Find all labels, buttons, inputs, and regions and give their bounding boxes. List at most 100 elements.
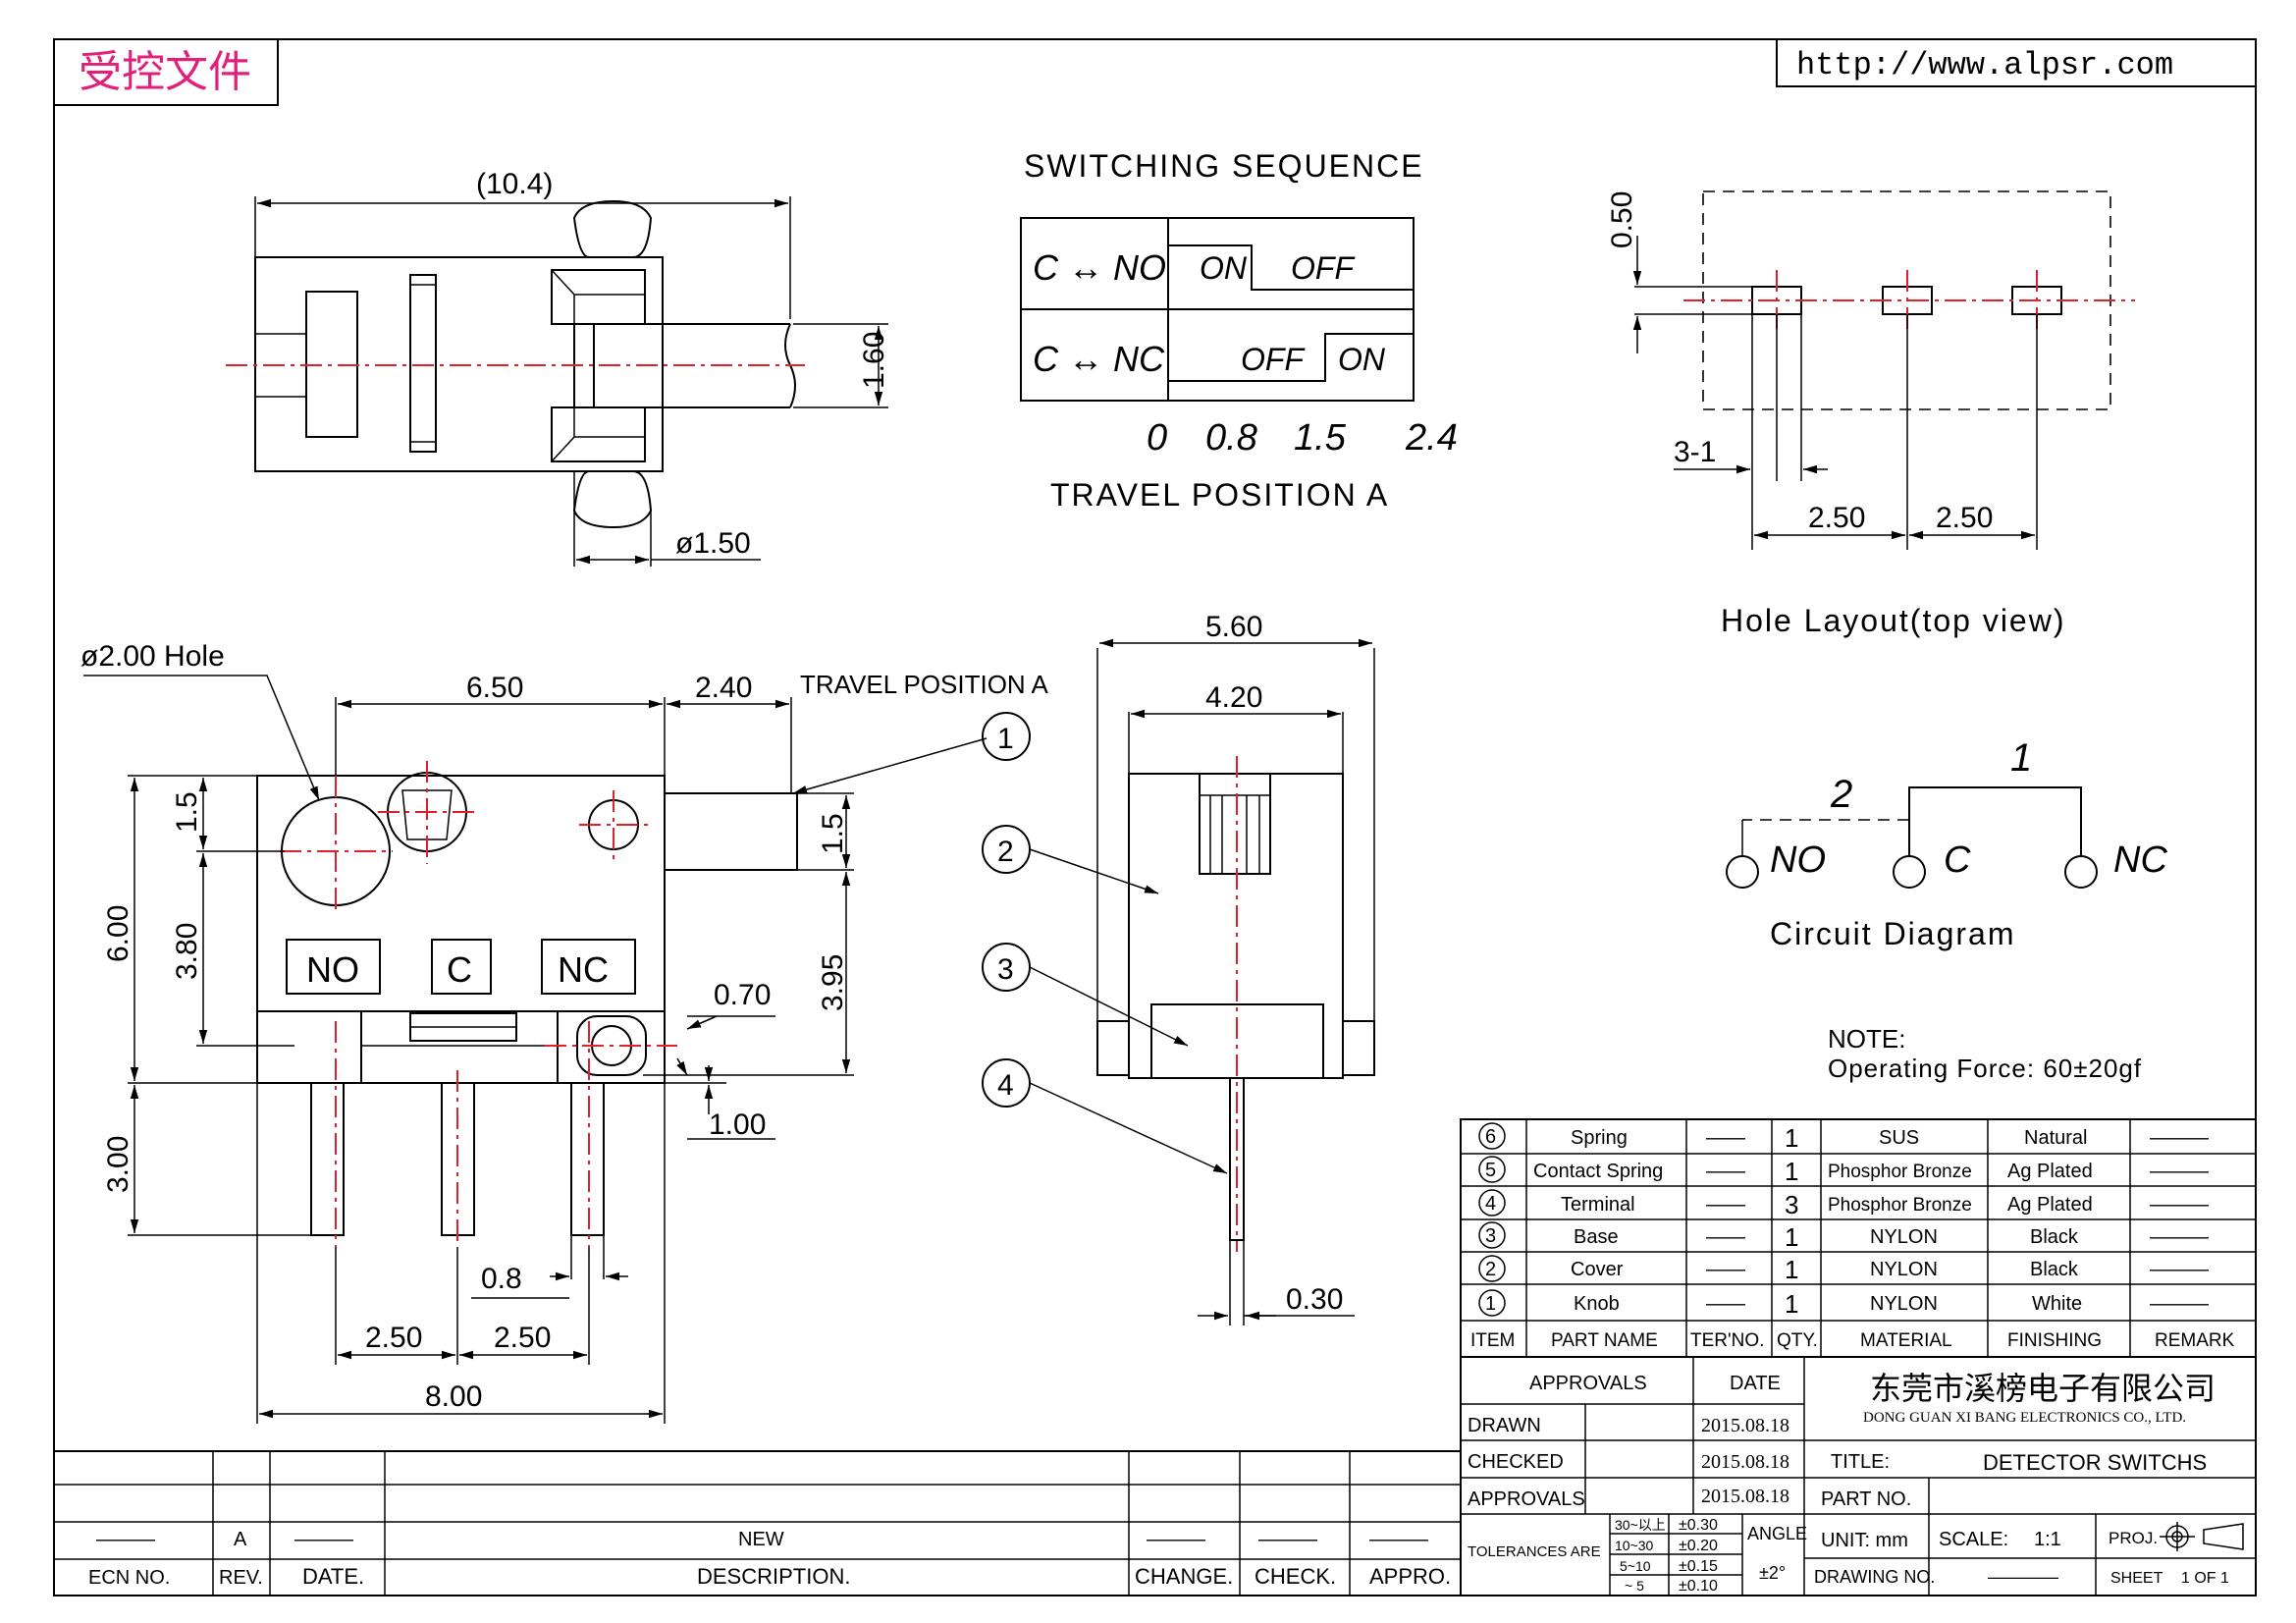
bom-ter: —— (1706, 1161, 1745, 1182)
bom-finish: Black (2030, 1226, 2079, 1248)
projection-label: PROJ. (2109, 1529, 2158, 1547)
bom-qty: 1 (1785, 1255, 1798, 1284)
rev-h-change: CHANGE. (1135, 1564, 1233, 1589)
dim-front-15b: 1.5 (817, 813, 849, 854)
bom-header-row: ITEM PART NAME TER'NO. QTY. MATERIAL FIN… (1470, 1330, 2235, 1351)
bom-qty: 1 (1785, 1289, 1798, 1319)
bom-qty: 1 (1785, 1222, 1798, 1252)
sheet-border (53, 38, 2257, 1596)
rev-h-appro: APPRO. (1369, 1564, 1451, 1589)
tol-val-2: ±0.20 (1679, 1538, 1718, 1554)
bom-ter: —— (1706, 1259, 1745, 1280)
drawn-label: DRAWN (1468, 1415, 1541, 1436)
side-view: 5.60 4.20 0.30 2 3 4 (982, 611, 1375, 1325)
bom-row-5: 5 Contact Spring —— 1 Phosphor Bronze Ag… (1478, 1156, 2209, 1186)
bom-material: Phosphor Bronze (1828, 1162, 1972, 1182)
rev-h-rev: REV. (219, 1567, 263, 1589)
tol-val-3: ±0.15 (1679, 1558, 1718, 1575)
top-view: (10.4) 1.60 ø1.50 (226, 168, 890, 567)
balloon-1-front: 1 (997, 723, 1014, 755)
bom-h-ter: TER'NO. (1690, 1330, 1764, 1351)
controlled-document-stamp: 受控文件 (53, 38, 279, 106)
drawing-no-value: ———— (1988, 1567, 2058, 1587)
bom-remark: ——— (2150, 1259, 2209, 1280)
bom-h-finish: FINISHING (2007, 1330, 2102, 1351)
approvals-label: APPROVALS (1468, 1488, 1585, 1510)
stamp-text: 受控文件 (79, 48, 251, 96)
drawn-date: 2015.08.18 (1701, 1415, 1789, 1436)
bom-remark: ——— (2150, 1194, 2209, 1216)
bom-name: Base (1574, 1226, 1619, 1248)
bom-qty: 1 (1785, 1123, 1798, 1153)
dim-front-300: 3.00 (102, 1136, 134, 1193)
circuit-diagram: 1 2 NO C NC Circuit Diagram (1726, 736, 2167, 951)
checked-date: 2015.08.18 (1701, 1451, 1789, 1473)
scale-value: 1:1 (2034, 1529, 2061, 1550)
bom-item: 5 (1485, 1160, 1496, 1181)
rev-h-ecn: ECN NO. (88, 1567, 170, 1589)
dim-hole-050: 0.50 (1606, 191, 1638, 248)
dim-front-250a: 2.50 (365, 1322, 422, 1354)
dim-side-420: 4.20 (1205, 681, 1262, 714)
title-block: APPROVALS DATE 东莞市溪榜电子有限公司 DONG GUAN XI … (1460, 1356, 2257, 1596)
rev-change-value: ——— (1147, 1529, 1205, 1550)
bom-remark: ——— (2150, 1127, 2209, 1149)
bom-ter: —— (1706, 1127, 1745, 1149)
dim-hole-3-1: 3-1 (1674, 436, 1716, 468)
tol-range-1: 30~以上 (1615, 1517, 1666, 1533)
balloon-4: 4 (997, 1069, 1014, 1102)
title-value: DETECTOR SWITCHS (1983, 1450, 2207, 1475)
seq-row2-off: OFF (1241, 342, 1306, 377)
drawing-no-label: DRAWING NO. (1814, 1567, 1935, 1587)
angle-label: ANGLE (1747, 1524, 1807, 1543)
rev-ecn-value: ——— (96, 1529, 155, 1550)
seq-row1-off: OFF (1291, 250, 1356, 286)
bom-remark: ——— (2150, 1293, 2209, 1315)
dim-hole-250b: 2.50 (1936, 502, 1993, 534)
revision-block: ——— A ——— NEW ——— ——— ——— ECN NO. REV. D… (54, 1450, 1461, 1596)
bom-row-2: 2 Cover —— 1 NYLON Black ——— (1478, 1255, 2209, 1284)
bom-item: 1 (1485, 1293, 1496, 1315)
travel-pos-0: 0 (1147, 417, 1167, 459)
bom-h-remark: REMARK (2155, 1330, 2235, 1351)
switching-title: SWITCHING SEQUENCE (1024, 148, 1424, 184)
rev-h-check: CHECK. (1255, 1564, 1336, 1589)
dim-front-070: 0.70 (714, 979, 771, 1011)
rev-date-value: ——— (294, 1529, 353, 1550)
bom-qty: 1 (1785, 1157, 1798, 1186)
rev-h-date: DATE. (302, 1564, 364, 1589)
bom-name: Knob (1574, 1293, 1620, 1315)
bom-finish: White (2032, 1293, 2082, 1315)
terminal-nc-label: NC (558, 949, 609, 990)
rev-rev-value: A (234, 1529, 247, 1550)
dim-front-380: 3.80 (171, 923, 203, 980)
seq-row1-on: ON (1200, 250, 1248, 286)
bom-name: Cover (1571, 1259, 1624, 1280)
dim-front-250b: 2.50 (494, 1322, 551, 1354)
circuit-node-2: 2 (1830, 773, 1852, 816)
approvals-header: APPROVALS (1529, 1373, 1647, 1394)
bom-remark: ——— (2150, 1161, 2209, 1182)
dim-side-560: 5.60 (1205, 611, 1262, 643)
dim-front-100: 1.00 (709, 1109, 766, 1141)
bom-finish: Natural (2024, 1127, 2087, 1149)
angle-value: ±2° (1759, 1563, 1786, 1583)
website-url: http://www.alpsr.com (1796, 47, 2173, 83)
bom-finish: Ag Plated (2007, 1161, 2093, 1182)
bom-material: SUS (1879, 1127, 1919, 1149)
switching-sequence: SWITCHING SEQUENCE C ↔ NO C ↔ NC ON OFF … (1020, 148, 1458, 513)
rev-check-value: ——— (1258, 1529, 1317, 1550)
hole-layout: 0.50 3-1 2.50 2.50 Hole Layout(top view) (1606, 190, 2135, 638)
terminal-no-label: NO (306, 949, 359, 990)
bom-item: 6 (1485, 1126, 1496, 1148)
bom-h-item: ITEM (1470, 1330, 1515, 1351)
note-title: NOTE: (1828, 1024, 1905, 1054)
bom-h-material: MATERIAL (1860, 1330, 1952, 1351)
seq-row1-label: C ↔ NO (1033, 247, 1166, 288)
checked-label: CHECKED (1468, 1451, 1564, 1473)
bom-ter: —— (1706, 1194, 1745, 1216)
tol-val-4: ±0.10 (1679, 1578, 1718, 1595)
bom-finish: Black (2030, 1259, 2079, 1280)
rev-desc-value: NEW (738, 1529, 784, 1550)
travel-position-label: TRAVEL POSITION A (800, 670, 1048, 699)
